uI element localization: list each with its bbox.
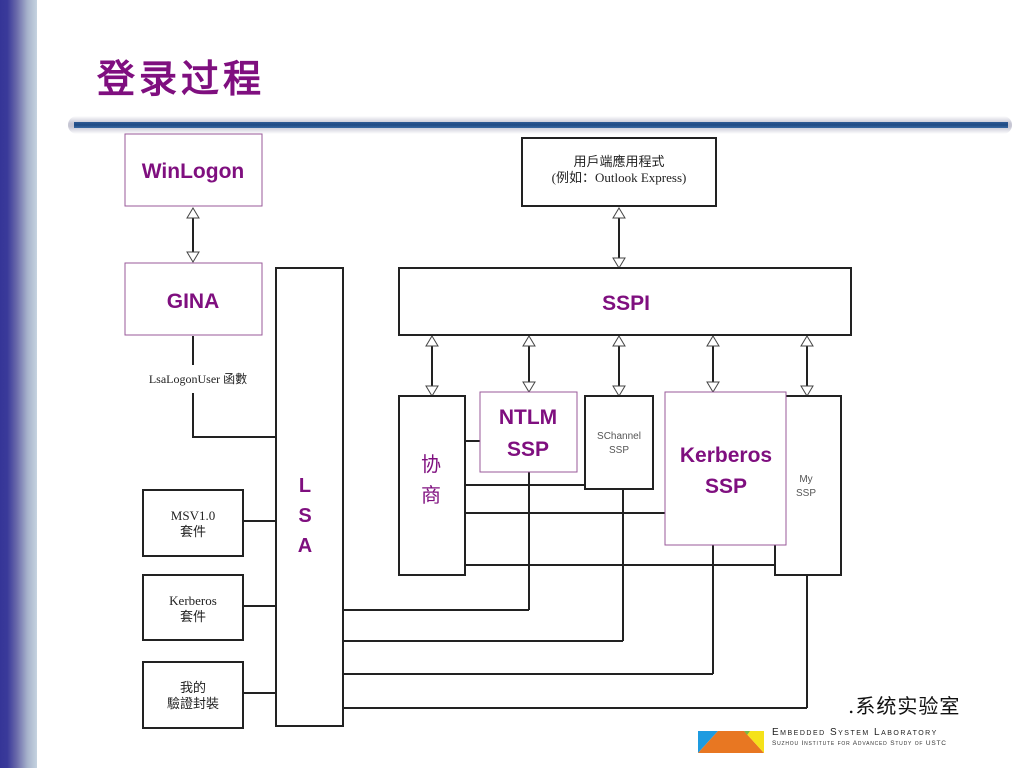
sspi-label: SSPI — [602, 292, 650, 315]
lab-logo-icon — [698, 731, 764, 753]
kerberos-package-line1: Kerberos — [169, 593, 217, 608]
arrow-down-icon — [522, 381, 536, 393]
ntlm-ssp-line2: SSP — [507, 438, 549, 461]
my-ssp-line1: My — [799, 474, 812, 485]
arrow-up-icon — [425, 335, 439, 347]
ntlm-ssp-box[interactable]: NTLM SSP — [479, 391, 578, 473]
lsa-letter-a: A — [298, 535, 312, 557]
kerberos-ssp-box[interactable]: Kerberos SSP — [664, 391, 787, 546]
arrow-down-icon — [612, 385, 626, 397]
winlogon-label: WinLogon — [142, 160, 244, 183]
arrow-down-icon — [706, 381, 720, 393]
arrow-up-icon — [706, 335, 720, 347]
slide-title: 登录过程 — [97, 56, 266, 101]
winlogon-box[interactable]: WinLogon — [124, 133, 263, 207]
arrowheads — [186, 207, 814, 397]
gina-box[interactable]: GINA — [124, 262, 263, 336]
connector-gina-lsa — [192, 393, 276, 438]
schannel-ssp-box[interactable]: SChannel SSP — [584, 395, 654, 490]
client-app-line1: 用戶端應用程式 — [573, 154, 664, 169]
my-auth-package-box[interactable]: 我的 驗證封裝 — [142, 661, 244, 729]
sspi-box[interactable]: SSPI — [398, 267, 852, 336]
title-rule — [74, 122, 1008, 128]
msv-package-line2: 套件 — [180, 524, 206, 539]
gina-label: GINA — [167, 290, 220, 313]
schannel-ssp-line1: SChannel — [597, 431, 641, 442]
lab-name-english: Embedded System Laboratory — [772, 727, 938, 738]
my-ssp-line2: SSP — [796, 488, 816, 499]
lsalogonuser-label: LsaLogonUser 函數 — [149, 372, 247, 386]
lsa-letter-s: S — [298, 505, 311, 527]
negotiate-line2: 商 — [421, 483, 441, 507]
kerberos-package-line2: 套件 — [180, 609, 206, 624]
ntlm-ssp-line1: NTLM — [499, 406, 557, 429]
sidebar-gradient — [0, 0, 37, 768]
client-app-line2: (例如：Outlook Express) — [552, 170, 687, 185]
connector-lines — [192, 218, 808, 710]
client-app-box[interactable]: 用戶端應用程式 (例如：Outlook Express) — [521, 137, 717, 207]
arrow-down-icon — [186, 251, 200, 263]
kerberos-ssp-line2: SSP — [705, 475, 747, 498]
arrow-up-icon — [522, 335, 536, 347]
msv-package-line1: MSV1.0 — [171, 508, 215, 523]
negotiate-line1: 协 — [421, 452, 441, 476]
arrow-down-icon — [800, 385, 814, 397]
lsa-letter-l: L — [299, 475, 311, 497]
arrow-down-icon — [612, 257, 626, 269]
institute-name: Suzhou Institute for Advanced Study of U… — [772, 740, 947, 747]
arrow-down-icon — [425, 385, 439, 397]
lsa-box[interactable]: L S A — [275, 267, 344, 727]
negotiate-box[interactable]: 协 商 — [398, 395, 466, 576]
kerberos-ssp-line1: Kerberos — [680, 444, 772, 467]
my-auth-package-line2: 驗證封裝 — [167, 696, 219, 711]
my-auth-package-line1: 我的 — [180, 680, 206, 695]
arrow-up-icon — [800, 335, 814, 347]
schannel-ssp-line2: SSP — [609, 445, 629, 456]
kerberos-package-box[interactable]: Kerberos 套件 — [142, 574, 244, 641]
lab-name-chinese: .系统实验室 — [848, 694, 961, 718]
arrow-up-icon — [186, 207, 200, 219]
arrow-up-icon — [612, 335, 626, 347]
msv-package-box[interactable]: MSV1.0 套件 — [142, 489, 244, 557]
arrow-up-icon — [612, 207, 626, 219]
